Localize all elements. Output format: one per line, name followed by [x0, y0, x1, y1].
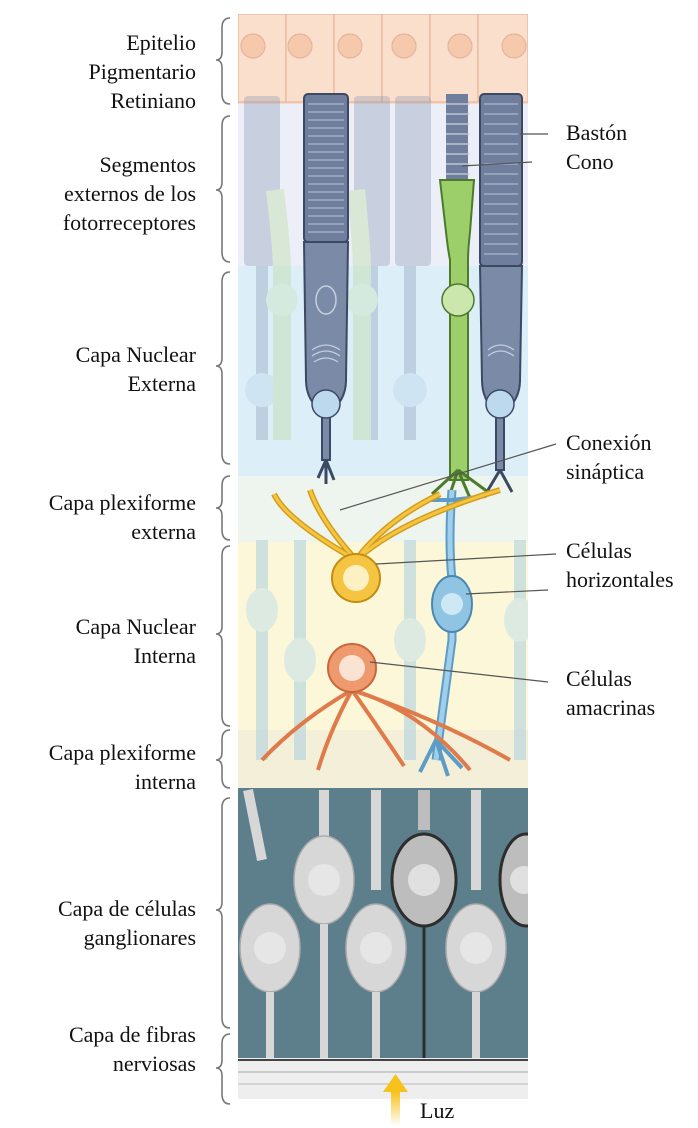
nerve-fiber-layer — [238, 1058, 528, 1099]
bracket-epitelio — [216, 18, 230, 104]
bracket-nuclear-interna — [216, 546, 230, 726]
layer-brackets — [216, 18, 230, 1104]
bracket-fibras — [216, 1034, 230, 1104]
bracket-plexiforme-externa — [216, 476, 230, 540]
bracket-nuclear-externa — [216, 272, 230, 464]
callout-cono: Cono — [566, 147, 614, 176]
light-label: Luz — [420, 1096, 454, 1125]
bracket-plexiforme-interna — [216, 730, 230, 788]
bracket-segmentos — [216, 116, 230, 262]
bracket-ganglionares — [216, 798, 230, 1028]
rpe-cells — [238, 14, 528, 102]
callout-baston: Bastón — [566, 118, 627, 147]
